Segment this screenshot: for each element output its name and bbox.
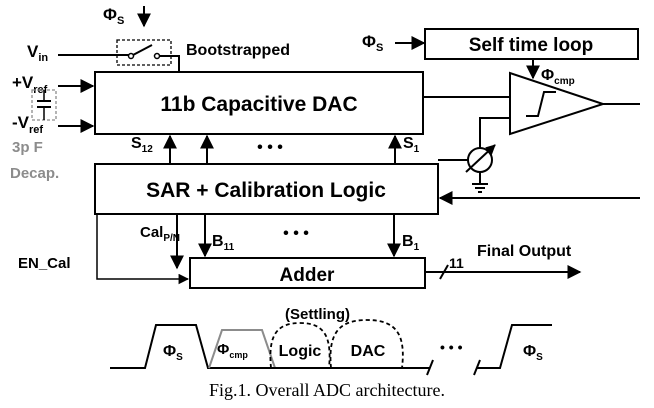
vref-neg-label: -Vref — [12, 113, 43, 136]
en-cal-arrow — [96, 214, 190, 285]
phi-s-top-label: ΦS — [103, 5, 124, 27]
comparator-hysteresis-icon — [526, 91, 556, 117]
svg-text:-Vref: -Vref — [12, 113, 43, 136]
timing-break-1-icon — [426, 359, 434, 376]
switch-to-dac-wire — [159, 55, 180, 72]
bootstrapped-label: Bootstrapped — [186, 42, 290, 59]
timing-dac-pulse — [329, 319, 404, 369]
s1-label: S1 — [403, 135, 420, 155]
svg-text:Vin: Vin — [27, 42, 48, 64]
svg-text:ΦS: ΦS — [103, 5, 124, 27]
timing-phase-s2-label: ΦS — [523, 343, 543, 363]
decap-label: Decap. — [10, 165, 59, 182]
comparator-triangle — [509, 71, 607, 136]
dac-block — [94, 71, 424, 135]
adder-block — [189, 257, 426, 289]
timing-phase-cmp-label: Φcmp — [217, 341, 248, 360]
bus-width-label: 11 — [449, 255, 464, 271]
svg-text:ΦS: ΦS — [163, 343, 183, 363]
self-time-loop-label: Self time loop — [469, 35, 594, 56]
b1-label: B1 — [402, 233, 420, 253]
decap-value-label: 3p F — [12, 139, 43, 156]
timing-phase-s1-label: ΦS — [163, 343, 183, 363]
svg-text:CalP/N: CalP/N — [140, 224, 180, 244]
sar-calibration-label: SAR + Calibration Logic — [146, 179, 386, 202]
variable-source-arrow — [465, 144, 496, 173]
figure-caption: Fig.1. Overall ADC architecture. — [209, 380, 445, 400]
svg-text:Φcmp: Φcmp — [217, 341, 248, 360]
bootstrapped-switch-box — [116, 39, 172, 66]
s12-label: S12 — [131, 135, 153, 155]
en-cal-label: EN_Cal — [18, 255, 71, 272]
phi-cmp-label: Φcmp — [541, 67, 575, 87]
settling-label: (Settling) — [285, 306, 350, 323]
adder-label: Adder — [280, 265, 336, 286]
vin-label: Vin — [27, 42, 48, 64]
timing-logic-pulse — [269, 322, 331, 369]
switch-icon — [127, 44, 161, 60]
timing-logic-label: Logic — [279, 343, 322, 360]
bus-slash-icon — [439, 264, 449, 280]
timing-cmp-pulse — [208, 329, 276, 369]
phi-s-selftime-label: ΦS — [362, 32, 383, 54]
comparator-ref-wire — [479, 117, 510, 148]
timing-dac-label: DAC — [351, 343, 386, 360]
svg-text:B1: B1 — [402, 233, 420, 253]
adder-input-dots: • • • — [283, 225, 309, 242]
capacitor-icon — [37, 90, 51, 120]
timing-dots: • • • — [440, 339, 463, 355]
ground-icon — [472, 183, 488, 193]
timing-waveform-right — [477, 324, 552, 369]
self-time-loop-block — [424, 28, 639, 60]
vref-pos-label: +Vref — [12, 73, 48, 96]
dac-control-dots: • • • — [257, 139, 283, 156]
svg-text:+Vref: +Vref — [12, 73, 48, 96]
svg-text:ΦS: ΦS — [523, 343, 543, 363]
svg-text:B11: B11 — [212, 233, 235, 253]
final-output-label: Final Output — [477, 243, 572, 260]
svg-text:S12: S12 — [131, 135, 153, 155]
svg-text:ΦS: ΦS — [362, 32, 383, 54]
dac-label: 11b Capacitive DAC — [160, 93, 357, 116]
b11-label: B11 — [212, 233, 235, 253]
svg-text:Φcmp: Φcmp — [541, 67, 575, 87]
svg-text:S1: S1 — [403, 135, 420, 155]
sar-calibration-block — [94, 163, 439, 215]
cal-label: CalP/N — [140, 224, 180, 244]
timing-waveform-left — [110, 324, 241, 369]
